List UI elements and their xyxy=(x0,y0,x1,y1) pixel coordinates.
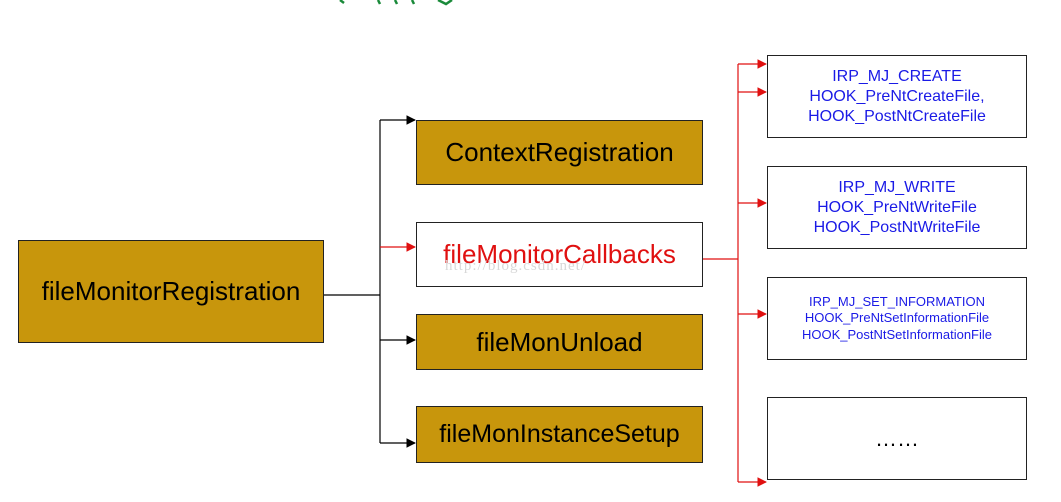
node-file-mon-unload-label: fileMonUnload xyxy=(476,326,643,357)
callback-setinfo-line-3: HOOK_PostNtSetInformationFile xyxy=(801,326,993,342)
node-file-monitor-callbacks-label: fileMonitorCallbacks xyxy=(443,239,676,269)
root-node-label: fileMonitorRegistration xyxy=(41,276,301,306)
node-context-registration: ContextRegistration xyxy=(416,120,703,185)
watermark: http://blog.csdn.net/ xyxy=(445,258,586,274)
node-context-registration-label: ContextRegistration xyxy=(445,137,674,167)
callback-box-create: IRP_MJ_CREATE HOOK_PreNtCreateFile, HOOK… xyxy=(767,55,1027,138)
callback-create-line-1: IRP_MJ_CREATE xyxy=(832,67,962,85)
callback-create-line-3: HOOK_PostNtCreateFile xyxy=(808,107,986,125)
callback-box-write: IRP_MJ_WRITE HOOK_PreNtWriteFile HOOK_Po… xyxy=(767,166,1027,249)
node-file-mon-unload: fileMonUnload xyxy=(416,314,703,370)
root-node-file-monitor-registration: fileMonitorRegistration xyxy=(18,240,324,343)
callback-write-line-3: HOOK_PostNtWriteFile xyxy=(813,218,981,236)
node-file-monitor-callbacks: fileMonitorCallbacks xyxy=(416,222,703,287)
callback-write-line-1: IRP_MJ_WRITE xyxy=(838,178,956,196)
callback-create-line-2: HOOK_PreNtCreateFile, xyxy=(809,87,985,105)
callback-setinfo-line-1: IRP_MJ_SET_INFORMATION xyxy=(808,294,985,310)
callback-box-set-information: IRP_MJ_SET_INFORMATION HOOK_PreNtSetInfo… xyxy=(767,277,1027,360)
callback-more-ellipsis: …… xyxy=(875,425,919,451)
callback-setinfo-line-2: HOOK_PreNtSetInformationFile xyxy=(804,310,990,326)
callback-write-line-2: HOOK_PreNtWriteFile xyxy=(817,198,977,216)
node-file-mon-instance-setup-label: fileMonInstanceSetup xyxy=(439,420,680,448)
node-file-mon-instance-setup: fileMonInstanceSetup xyxy=(416,406,703,463)
callback-box-more: …… xyxy=(767,397,1027,480)
top-fragment-icon xyxy=(339,0,453,6)
